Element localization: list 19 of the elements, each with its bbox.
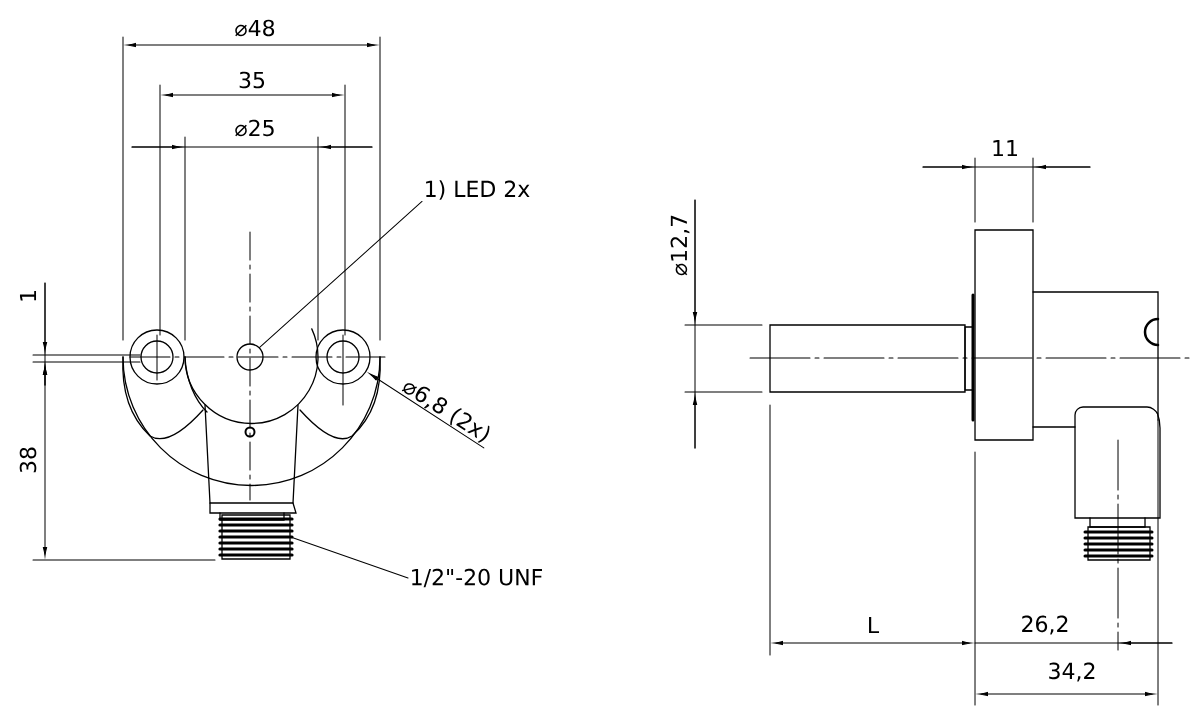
dimension-label: 1 (20, 291, 36, 301)
dimension-label: ⌀12,7 (670, 215, 690, 276)
callout-text: 1/2"-20 UNF (412, 568, 542, 588)
leader-line (259, 200, 423, 348)
dimension-label: 35 (239, 71, 265, 89)
dimension-label: 38 (19, 447, 37, 473)
dimension-label: 34,2 (1049, 662, 1095, 682)
mounting-hole (315, 329, 371, 385)
dimension-label: 26,2 (1022, 615, 1068, 635)
dimension-label: 11 (993, 140, 1017, 156)
callout-text: ⌀6,8 (2x) (401, 383, 490, 443)
leader-line (290, 536, 409, 579)
led-marker (236, 343, 264, 371)
leader-line (369, 373, 485, 449)
thread (218, 514, 294, 560)
callout-text: 1) LED 2x (426, 180, 530, 200)
dimension-label: ⌀48 (235, 19, 275, 37)
dimension-label: ⌀25 (235, 119, 274, 137)
dimension-label: L (869, 617, 879, 634)
